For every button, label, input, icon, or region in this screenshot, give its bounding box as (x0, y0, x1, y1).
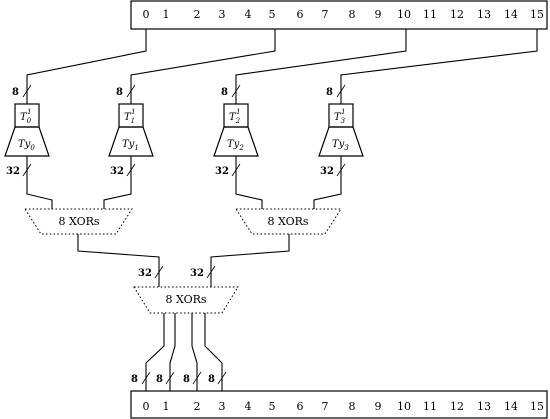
output-bus-label-1: 8 (156, 374, 163, 385)
output-bus-label-2: 8 (183, 374, 190, 385)
t-box-1-bus-out: 32 (110, 166, 124, 177)
top-register-cell-11: 11 (423, 8, 437, 21)
ty-label-2: Ty2 (227, 139, 244, 152)
input-wires (26, 29, 538, 104)
top-register-cell-5: 5 (269, 8, 276, 21)
bottom-register-cell-12: 12 (450, 400, 464, 413)
bottom-register-cell-0: 0 (143, 400, 150, 413)
t-box-3-label: T31 (334, 108, 346, 125)
top-register-cell-4: 4 (245, 8, 252, 21)
xor-final-label: 8 XORs (165, 293, 206, 306)
top-register-cell-12: 12 (450, 8, 464, 21)
t-box-0-bus-in: 8 (12, 87, 19, 98)
t-box-2-bus-out: 32 (215, 166, 229, 177)
top-register-cell-2: 2 (194, 8, 201, 21)
bottom-register-cell-7: 7 (322, 400, 329, 413)
top-register-cell-6: 6 (297, 8, 304, 21)
t-box-2-label: T21 (229, 108, 241, 125)
output-wires: 8 8 8 8 (131, 313, 227, 391)
xor-left-label: 8 XORs (58, 215, 99, 228)
ty-trapezoid-0 (4, 126, 50, 157)
ty-label-3: Ty3 (332, 139, 349, 152)
t-box-3-bus-out: 32 (320, 166, 334, 177)
final-bus-label-right: 32 (190, 268, 204, 279)
bottom-register-cell-11: 11 (423, 400, 437, 413)
xor-to-final-wires: 32 32 (77, 234, 290, 287)
bottom-register-cell-5: 5 (269, 400, 276, 413)
xor-right-label: 8 XORs (267, 215, 308, 228)
t-to-xor-wires (26, 156, 342, 209)
t-box-0-label: T01 (20, 108, 32, 125)
bottom-register-cell-10: 10 (397, 400, 411, 413)
t-box-1-label: T11 (124, 108, 136, 125)
top-register-cell-0: 0 (143, 8, 150, 21)
t-box-2-bus-in: 8 (221, 87, 228, 98)
top-register-cell-1: 1 (163, 8, 170, 21)
top-register-cell-13: 13 (477, 8, 491, 21)
ty-trapezoid-3 (318, 126, 364, 157)
final-bus-label-left: 32 (138, 268, 152, 279)
bottom-register-cell-4: 4 (245, 400, 252, 413)
top-register-cell-14: 14 (504, 8, 518, 21)
bottom-register-cell-9: 9 (375, 400, 382, 413)
top-register-frame (130, 0, 548, 30)
ty-label-1: Ty1 (122, 139, 139, 152)
top-register-cell-10: 10 (397, 8, 411, 21)
ty-label-0: Ty0 (18, 139, 35, 152)
output-bus-label-3: 8 (208, 374, 215, 385)
bottom-register-cell-2: 2 (194, 400, 201, 413)
xor-block-right: 8 XORs (235, 208, 342, 235)
top-register-cell-3: 3 (219, 8, 226, 21)
xor-block-left: 8 XORs (24, 208, 133, 235)
ty-trapezoid-1 (108, 126, 154, 157)
bottom-register-cell-15: 15 (530, 400, 544, 413)
t-box-1-bus-in: 8 (116, 87, 123, 98)
output-bus-label-0: 8 (131, 374, 138, 385)
bottom-register-cell-3: 3 (219, 400, 226, 413)
bottom-register-cell-13: 13 (477, 400, 491, 413)
bottom-register-cell-14: 14 (504, 400, 518, 413)
top-register-cell-9: 9 (375, 8, 382, 21)
top-register-cell-8: 8 (349, 8, 356, 21)
bottom-register-cell-6: 6 (297, 400, 304, 413)
t-box-3-bus-in: 8 (326, 87, 333, 98)
ty-trapezoid-2 (213, 126, 259, 157)
bottom-register-cell-1: 1 (163, 400, 170, 413)
bottom-register-frame (130, 390, 548, 419)
xor-block-final: 8 XORs (133, 286, 239, 314)
top-register-cell-7: 7 (322, 8, 329, 21)
t-box-0-bus-out: 32 (6, 166, 20, 177)
bottom-register-cell-8: 8 (349, 400, 356, 413)
top-register-cell-15: 15 (530, 8, 544, 21)
